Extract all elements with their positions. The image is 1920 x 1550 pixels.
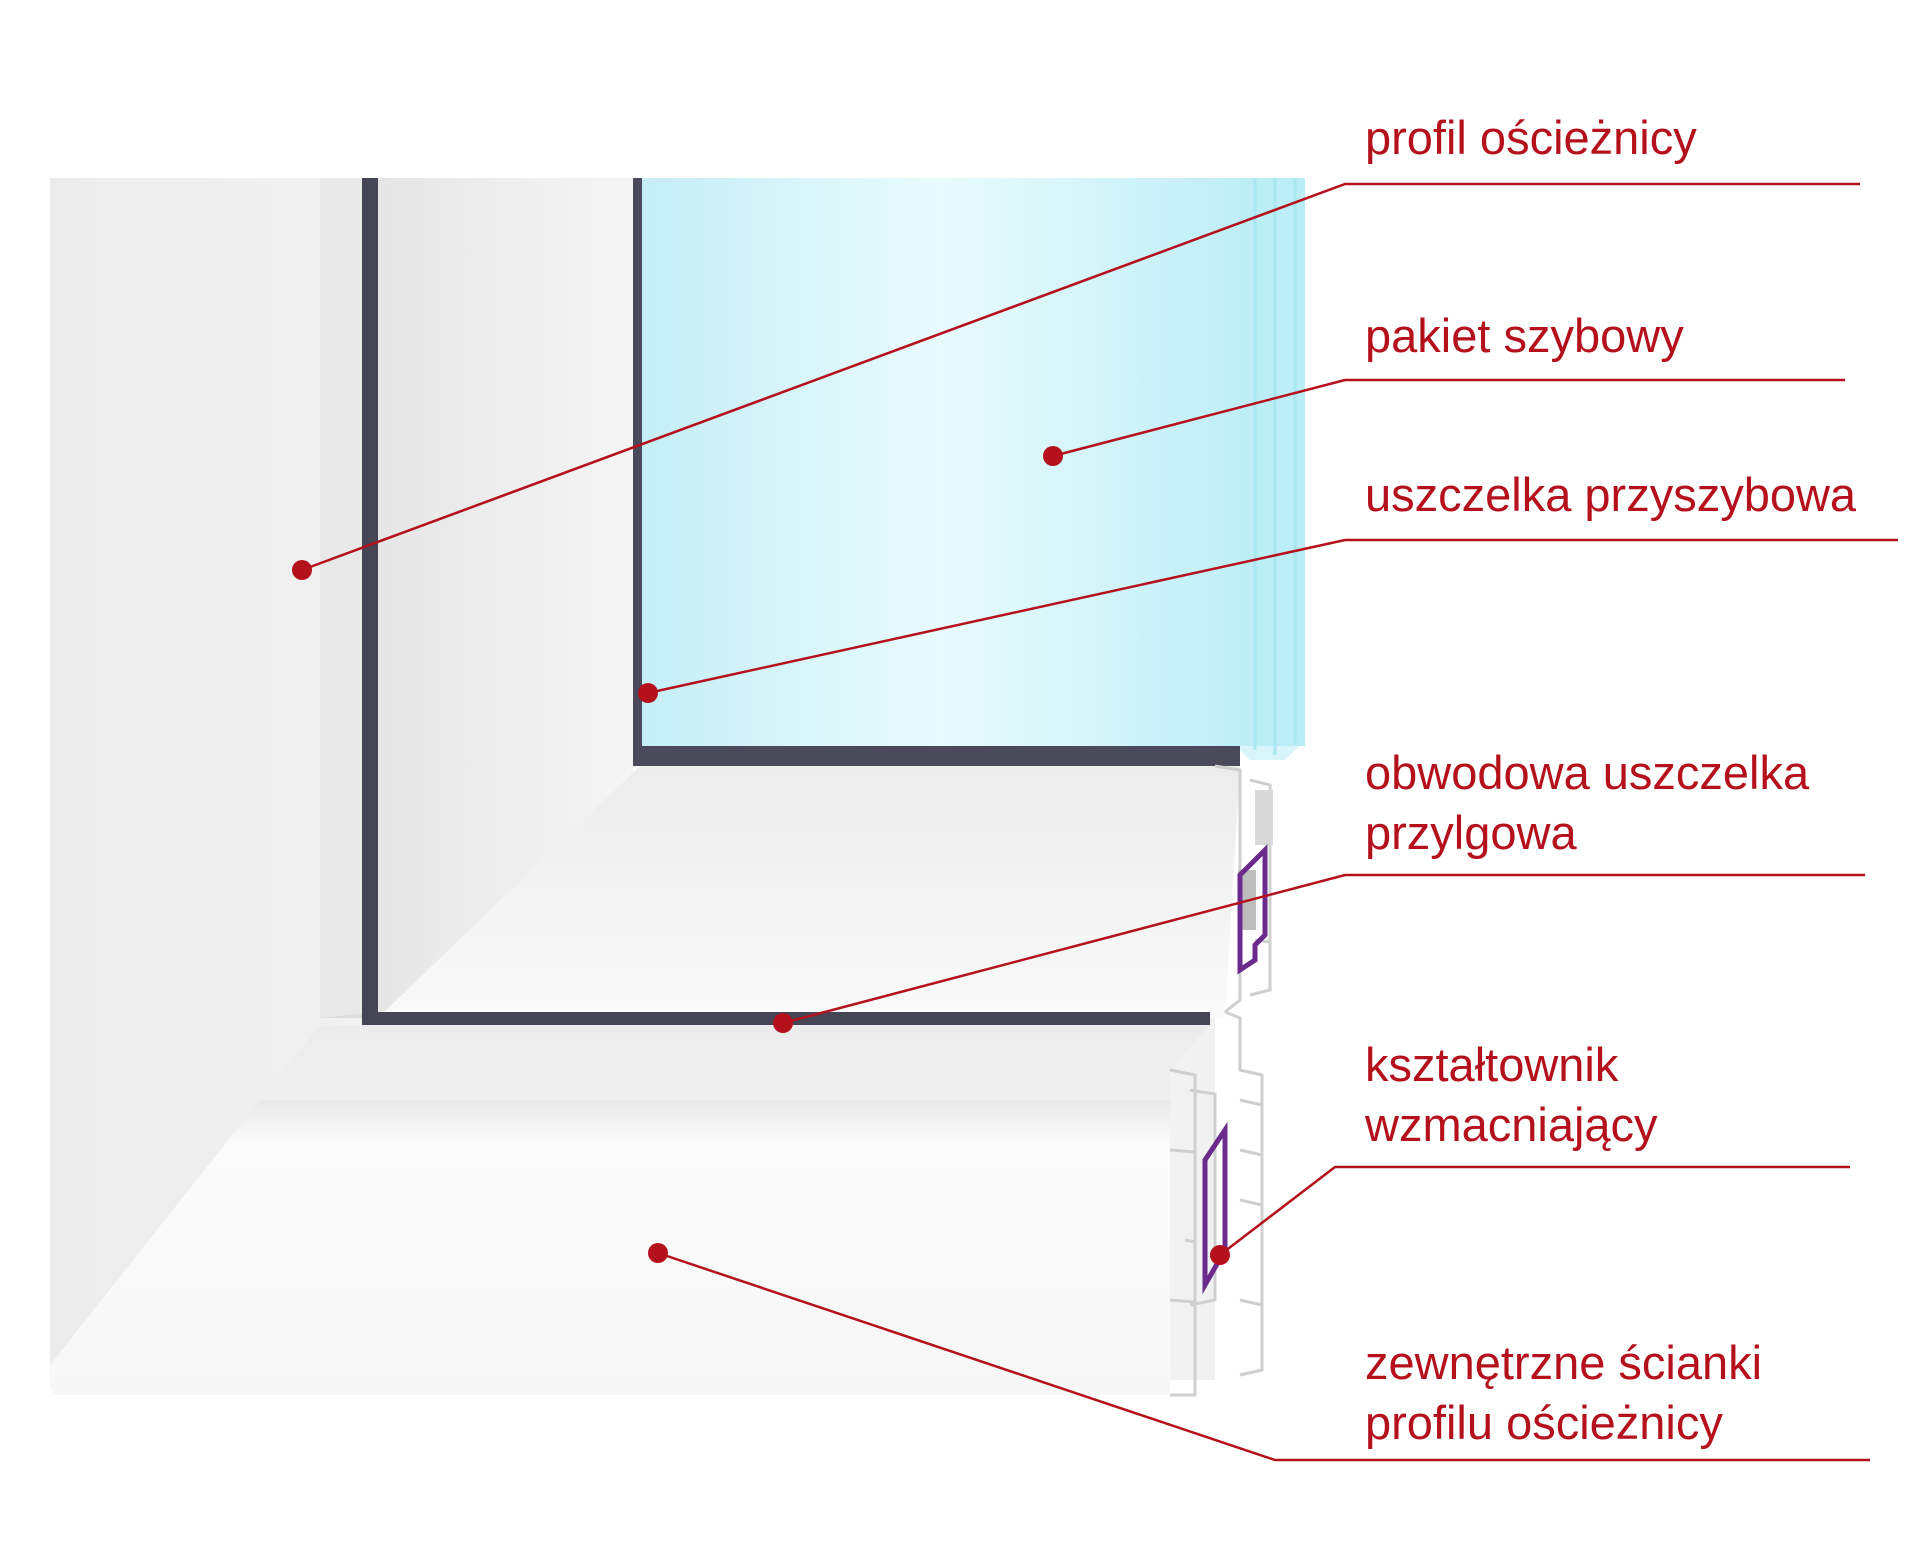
glass-pane [640, 178, 1305, 746]
leader-obwodowa-uszczelka [782, 873, 1865, 1025]
dot-zewnetrzne-scianki [648, 1243, 668, 1263]
callout-dots [292, 446, 1230, 1265]
label-ksztaltownik-wzmacniajacy: kształtownik wzmacniający [1365, 1038, 1658, 1151]
label-pakiet-szybowy: pakiet szybowy [1365, 309, 1684, 362]
leader-uszczelka-przyszybowa [647, 538, 1898, 695]
dot-obwodowa-uszczelka [773, 1013, 793, 1033]
profile-cross-section [1169, 764, 1272, 1397]
dot-ksztaltownik [1210, 1245, 1230, 1265]
label-obwodowa-uszczelka-przylgowa: obwodowa uszczelka przylgowa [1365, 746, 1810, 859]
leader-lines [301, 182, 1898, 1462]
dot-uszczelka-przyszybowa [638, 683, 658, 703]
leader-profil-oscieznicy [301, 182, 1860, 572]
dot-profil-oscieznicy [292, 560, 312, 580]
frame-sill-front [50, 1100, 1170, 1395]
leader-ksztaltownik [1219, 1165, 1850, 1256]
dot-pakiet-szybowy [1043, 446, 1063, 466]
label-zewnetrzne-scianki-profilu: zewnętrzne ścianki profilu ościeżnicy [1365, 1336, 1763, 1449]
label-uszczelka-przyszybowa: uszczelka przyszybowa [1365, 468, 1857, 521]
leader-pakiet-szybowy [1052, 378, 1845, 458]
label-profil-oscieznicy: profil ościeżnicy [1365, 111, 1697, 164]
leader-zewnetrzne-scianki [657, 1251, 1870, 1462]
frame-sill-top [50, 1025, 1210, 1365]
sash-sill-top [378, 766, 1240, 1018]
reinforcement-profile-upper [1237, 843, 1268, 975]
